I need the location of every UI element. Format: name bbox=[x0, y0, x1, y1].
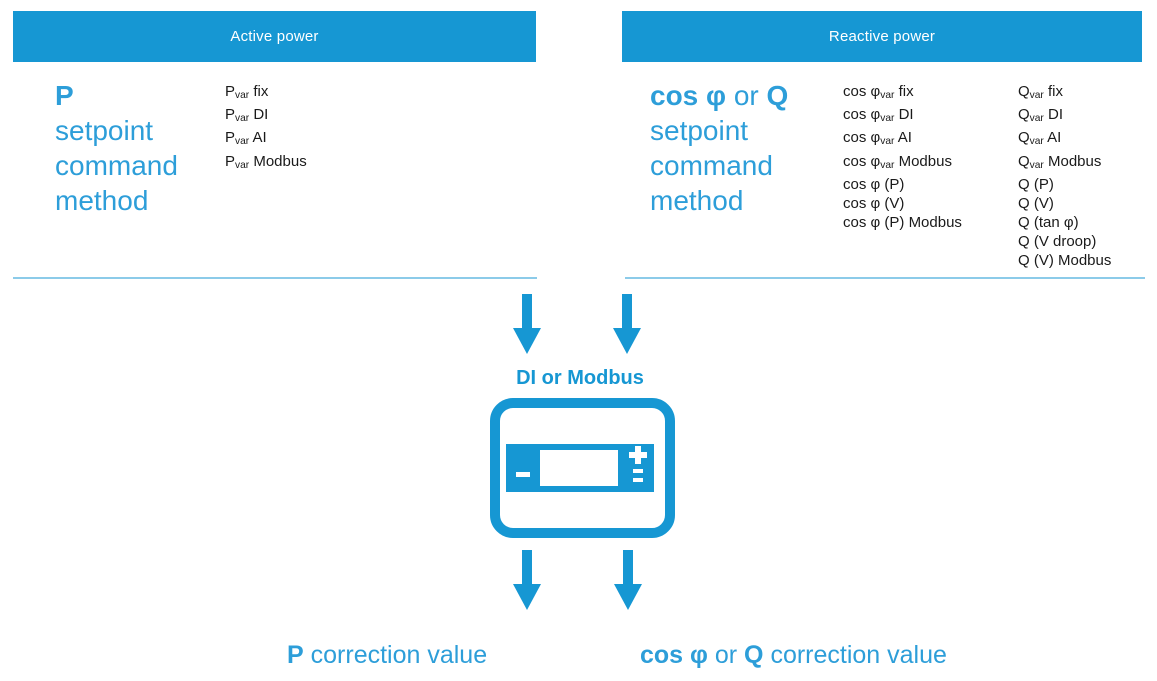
method-item: Qvar fix bbox=[1018, 83, 1063, 102]
title-line: method bbox=[55, 185, 149, 216]
method-item: Pvar AI bbox=[225, 129, 267, 148]
method-item: cos φvar DI bbox=[843, 106, 914, 125]
method-item: cos φ (V) bbox=[843, 194, 905, 212]
active-section-divider bbox=[13, 277, 537, 279]
title-line: method bbox=[650, 185, 744, 216]
method-item: Qvar Modbus bbox=[1018, 152, 1102, 171]
title-line: setpoint bbox=[650, 115, 749, 146]
method-item: cos φvar Modbus bbox=[843, 152, 952, 171]
active-power-header: Active power bbox=[13, 11, 536, 62]
output-label-line: cos φ or Q correction value bbox=[640, 641, 947, 669]
cos-phi-method-list: cos φvar fix cos φvar DI cos φvar AI cos φv… bbox=[843, 82, 962, 232]
method-item: cos φvar fix bbox=[843, 83, 914, 102]
method-item: Q (V) Modbus bbox=[1018, 251, 1112, 269]
down-arrow-icon bbox=[614, 550, 642, 610]
method-item: Qvar AI bbox=[1018, 129, 1062, 148]
title-line: setpoint bbox=[55, 115, 154, 146]
method-item: Pvar Modbus bbox=[225, 152, 307, 171]
controller-display-icon bbox=[490, 398, 675, 538]
method-item: Q (tan φ) bbox=[1018, 213, 1079, 231]
down-arrow-icon bbox=[513, 550, 541, 610]
down-arrow-icon bbox=[613, 294, 641, 354]
down-arrow-icon bbox=[513, 294, 541, 354]
title-line: command bbox=[650, 150, 773, 181]
method-item: Q (V) bbox=[1018, 194, 1054, 212]
title-line: cos φ or Q bbox=[650, 80, 789, 111]
method-item: cos φvar AI bbox=[843, 129, 912, 148]
output-label-line: P correction value bbox=[287, 641, 488, 669]
reactive-setpoint-title: cos φ or Q setpoint command method bbox=[650, 78, 788, 218]
method-item: Pvar fix bbox=[225, 83, 269, 102]
method-item: Q (V droop) bbox=[1018, 232, 1097, 250]
method-item: Qvar DI bbox=[1018, 106, 1063, 125]
method-item: Q (P) bbox=[1018, 175, 1054, 193]
title-line: command bbox=[55, 150, 178, 181]
title-line: P bbox=[55, 80, 74, 111]
method-item: Pvar DI bbox=[225, 106, 269, 125]
reactive-power-header-label: Reactive power bbox=[828, 28, 936, 45]
reactive-power-header: Reactive power bbox=[622, 11, 1142, 62]
method-item: cos φ (P) bbox=[843, 175, 905, 193]
controller-input-label: DI or Modbus bbox=[516, 367, 644, 389]
method-item: cos φ (P) Modbus bbox=[843, 213, 962, 231]
p-correction-output-label: P correction value bbox=[287, 641, 487, 670]
q-correction-output-label: cos φ or Q correction value bbox=[640, 641, 947, 670]
reactive-section-divider bbox=[625, 277, 1145, 279]
active-power-header-label: Active power bbox=[230, 28, 319, 45]
